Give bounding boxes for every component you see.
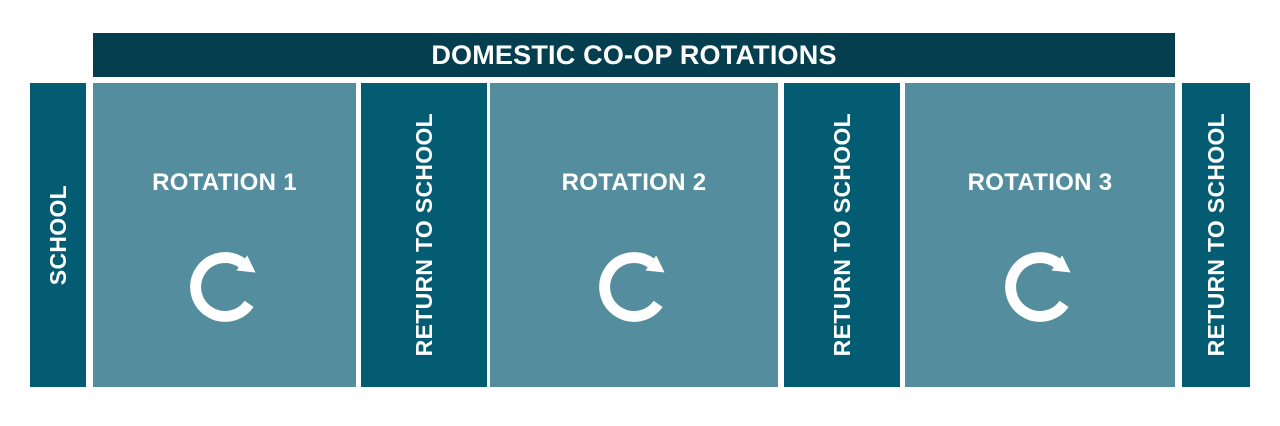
- school-label: SCHOOL: [44, 184, 71, 286]
- return-to-school-label: RETURN TO SCHOOL: [1202, 113, 1229, 357]
- school-bar: SCHOOL: [30, 83, 86, 387]
- rotation-1-block: ROTATION 1: [93, 83, 356, 387]
- rotate-clockwise-icon: [1005, 252, 1071, 322]
- rotate-clockwise-icon: [189, 252, 256, 322]
- return-to-school-label: RETURN TO SCHOOL: [828, 113, 855, 357]
- header-bar: DOMESTIC CO-OP ROTATIONS: [93, 33, 1175, 77]
- return-to-school-bar-3: RETURN TO SCHOOL: [1182, 83, 1250, 387]
- rotate-clockwise-icon: [599, 252, 665, 322]
- rotation-1-label: ROTATION 1: [152, 169, 297, 196]
- return-to-school-bar-2: RETURN TO SCHOOL: [784, 83, 900, 387]
- rotation-3-block: ROTATION 3: [905, 83, 1175, 387]
- rotation-2-block: ROTATION 2: [490, 83, 778, 387]
- return-to-school-bar-1: RETURN TO SCHOOL: [361, 83, 487, 387]
- return-to-school-label: RETURN TO SCHOOL: [410, 113, 437, 357]
- rotation-3-label: ROTATION 3: [967, 169, 1113, 196]
- diagram-title: DOMESTIC CO-OP ROTATIONS: [431, 39, 837, 70]
- rotation-2-label: ROTATION 2: [561, 169, 707, 196]
